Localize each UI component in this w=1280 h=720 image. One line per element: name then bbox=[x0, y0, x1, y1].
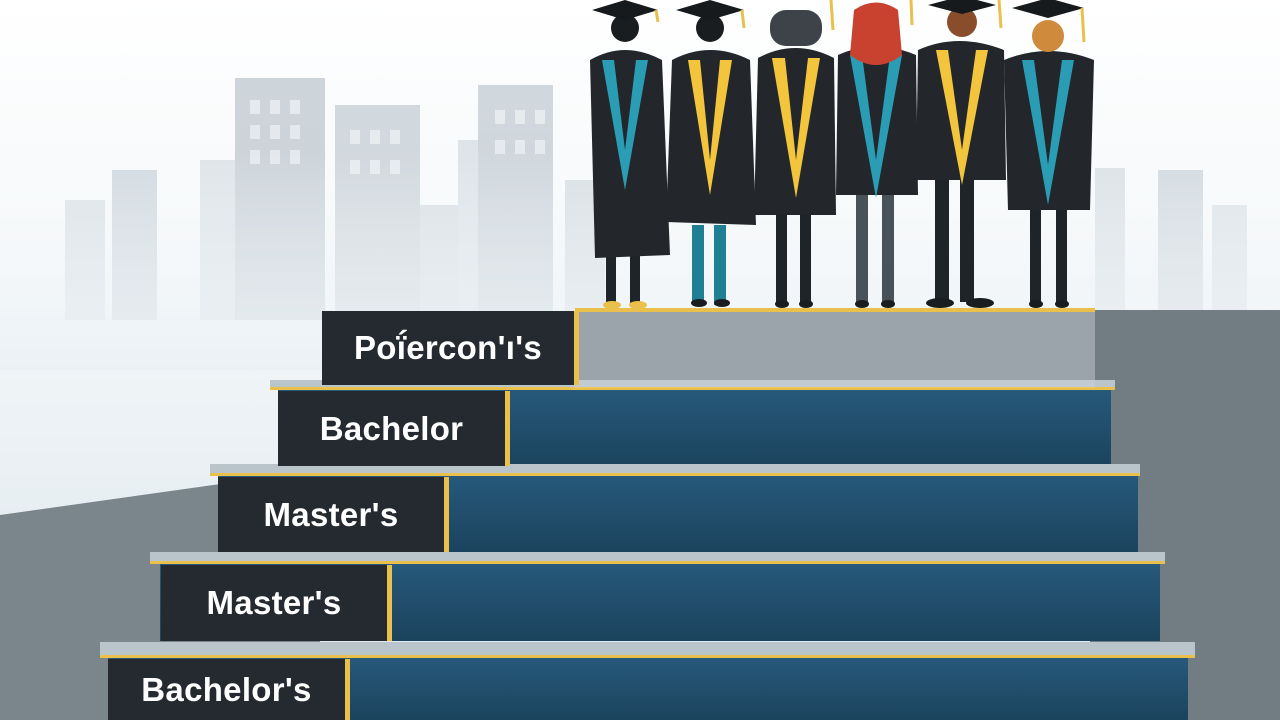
step-label-4: Master's bbox=[161, 565, 392, 641]
graduate-6 bbox=[1004, 0, 1094, 308]
step-label-3: Master's bbox=[218, 477, 449, 552]
graduate-1 bbox=[590, 0, 670, 309]
step-label-2: Bachelor bbox=[278, 391, 510, 466]
graduate-4 bbox=[836, 0, 918, 308]
step-label-5: Bachelor's bbox=[108, 659, 350, 720]
top-landing bbox=[575, 308, 1095, 388]
graduate-5 bbox=[916, 0, 1006, 308]
top-landing-edge bbox=[575, 308, 1095, 312]
graduate-2 bbox=[666, 0, 756, 307]
step-label-1: Poḯercon'ı's bbox=[322, 311, 579, 385]
graduate-3 bbox=[754, 0, 836, 308]
graduates-group bbox=[590, 0, 1094, 309]
landing-reflection bbox=[575, 312, 1095, 388]
